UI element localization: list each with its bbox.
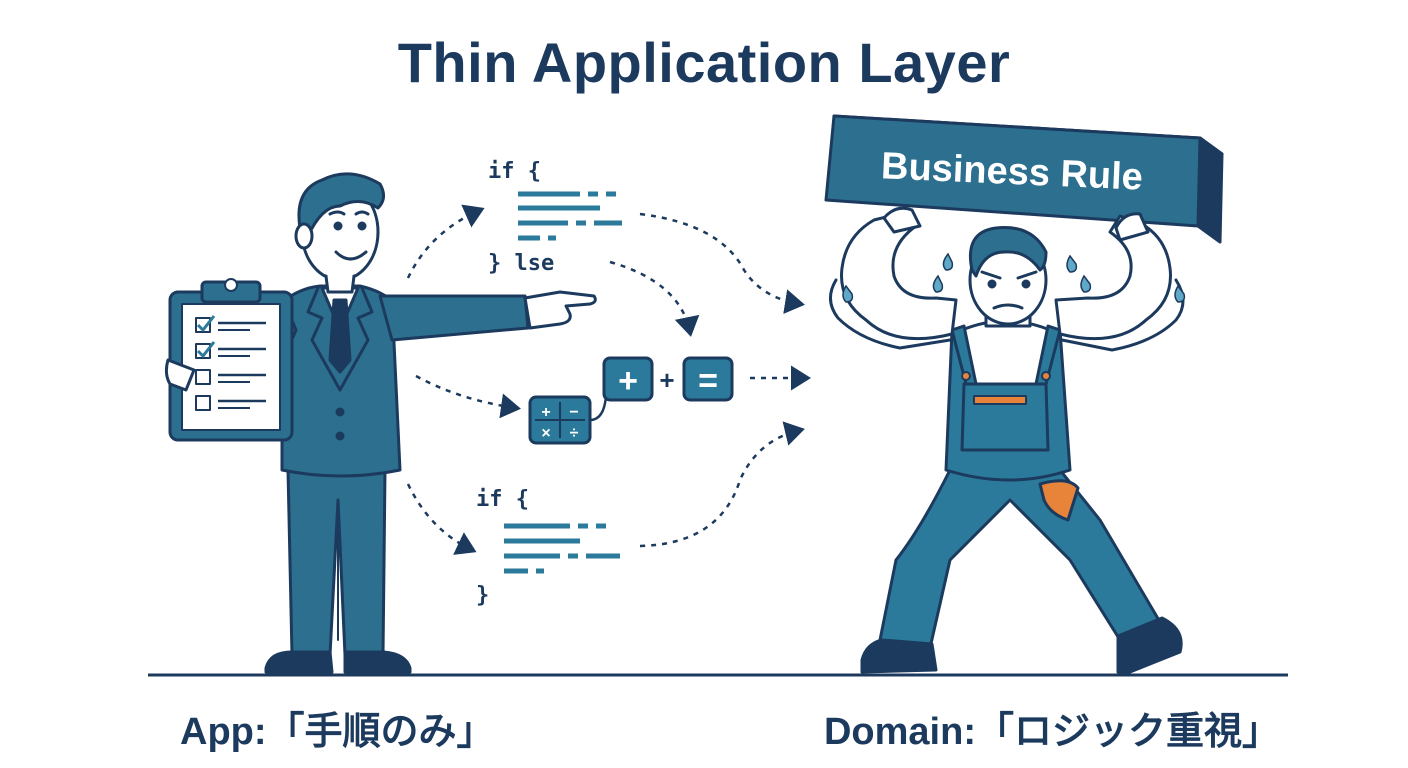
checkmark-icon — [196, 315, 216, 332]
equals-box: = — [682, 356, 734, 402]
code-close-bottom: } — [476, 583, 489, 608]
calc-key-minus: − — [569, 404, 578, 421]
code-else-top: } lse — [488, 251, 554, 276]
checkbox-icon — [195, 369, 211, 385]
manager-figure — [230, 172, 597, 674]
code-block-top: if { } lse — [488, 159, 622, 276]
plus-box: + — [602, 356, 654, 402]
code-if-bottom: if { — [476, 487, 529, 512]
caption-domain: Domain:「ロジック重視」 — [823, 711, 1280, 753]
calc-key-times: × — [541, 425, 550, 442]
business-rule-beam — [824, 114, 1224, 244]
svg-text:+: + — [618, 362, 638, 400]
caption-app: App:「手順のみ」 — [180, 711, 495, 753]
calc-key-plus: + — [541, 404, 550, 421]
plus-sign: + — [659, 365, 674, 395]
calculator-icon: + − × ÷ — [528, 395, 592, 445]
checkmark-icon — [196, 341, 216, 358]
code-block-bottom: if { } — [476, 487, 620, 608]
checkbox-icon — [195, 395, 211, 411]
code-if-top: if { — [488, 159, 541, 184]
calc-key-divide: ÷ — [570, 425, 579, 442]
svg-text:=: = — [698, 362, 718, 400]
worker-figure — [829, 206, 1185, 674]
flow-arrows — [406, 204, 811, 555]
sweat-drops — [842, 252, 1186, 303]
clipboard — [164, 278, 294, 442]
page-title: Thin Application Layer — [397, 31, 1011, 94]
